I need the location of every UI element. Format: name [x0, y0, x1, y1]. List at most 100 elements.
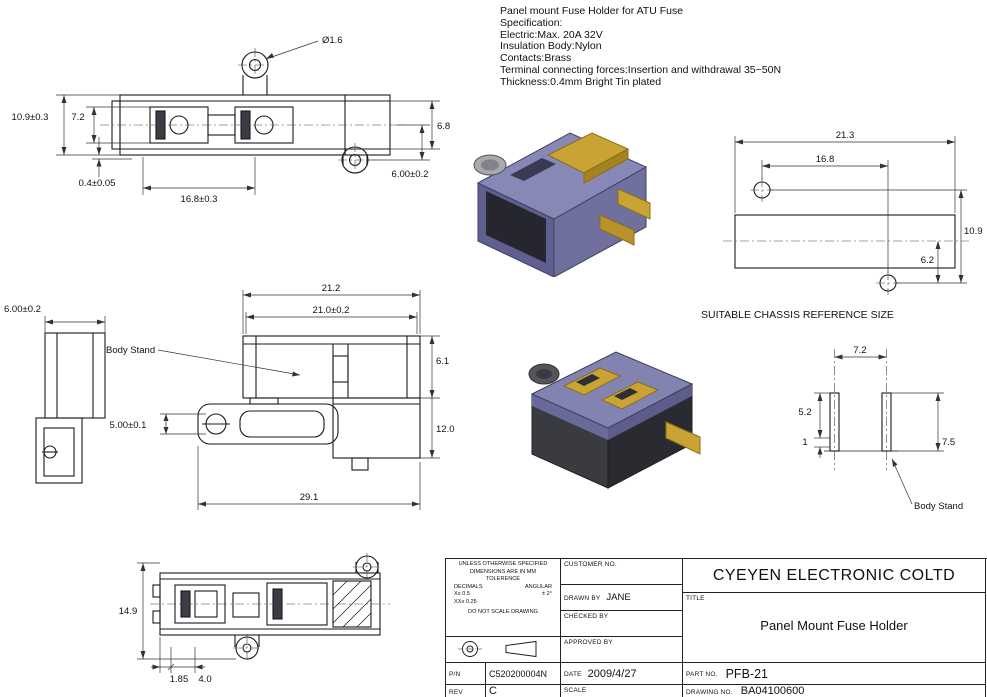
iso-terminals	[546, 132, 651, 246]
dim-stand-height1: 5.2	[798, 407, 811, 418]
iso2-body	[530, 351, 694, 489]
chassis-caption: SUITABLE CHASSIS REFERENCE SIZE	[701, 309, 894, 321]
pn-label: P/N	[449, 671, 461, 678]
specification-block: Panel mount Fuse Holder for ATU Fuse Spe…	[500, 5, 920, 89]
spec-title: Panel mount Fuse Holder for ATU Fuse	[500, 5, 684, 17]
dim-bottom-dim2: 4.0	[198, 674, 211, 685]
customer-no-cell: CUSTOMER NO.	[561, 559, 683, 585]
dim-stand-pitch: 7.2	[853, 345, 866, 356]
dim-side-clip: 5.00±0.1	[110, 420, 147, 431]
dim-top-right-height: 6.8	[437, 121, 450, 132]
stand-dimension-lines	[814, 354, 944, 505]
date-value: 2009/4/27	[587, 667, 637, 680]
dim-top-hole-dia: Ø1.6	[322, 35, 343, 46]
pn-value-cell: C520200004N	[486, 663, 561, 685]
pn-label-cell: P/N	[446, 663, 486, 685]
bottom-view: 14.9 1.85 4.0	[119, 553, 390, 685]
dim-top-width: 16.8±0.3	[181, 194, 218, 203]
drawing-no-value: BA04100600	[740, 685, 805, 697]
pn-value: C520200004N	[489, 668, 548, 679]
dim-bottom-height: 14.9	[119, 606, 138, 617]
date-cell: DATE 2009/4/27	[561, 663, 683, 685]
tolerance-line: Xs 0.5 ± 2°	[454, 591, 552, 598]
dim-stand-gap: 1	[802, 437, 807, 448]
dim-stand-height2: 7.5	[942, 437, 955, 448]
dim-top-step: 0.4±0.05	[79, 178, 116, 189]
company-cell: CYEYEN ELECTRONIC COLTD	[683, 559, 986, 593]
side-view: 6.00±0.2 21.2 21.0±0.2 6.1 12.0 5.00±0.1…	[4, 283, 455, 510]
dim-top-height: 10.9±0.3	[12, 112, 49, 123]
title-block: UNLESS OTHERWISE SPECIFIED DIMENSIONS AR…	[445, 558, 987, 697]
body-stand-label: Body Stand	[106, 345, 155, 356]
bottom-view-dimension-lines	[137, 562, 236, 673]
spec-line: Specification:	[500, 16, 563, 29]
title-label: TITLE	[686, 595, 705, 602]
spec-line: Insulation Body:Nylon	[500, 40, 602, 53]
title-cell: TITLE Panel Mount Fuse Holder	[683, 593, 986, 663]
stand-detail-view: 7.2 5.2 1 7.5 Body Stand	[798, 345, 963, 512]
tolerance-line: DO NOT SCALE DRAWING	[468, 608, 538, 615]
dim-chassis-outer-width: 21.3	[836, 130, 855, 141]
spec-line: Terminal connecting forces:Insertion and…	[500, 63, 782, 76]
part-no-cell: PART NO. PFB-21	[683, 663, 986, 685]
rev-label-cell: REV	[446, 685, 486, 697]
dim-bottom-dim1: 1.85	[170, 674, 189, 685]
drawn-by-cell: DRAWN BY JANE	[561, 585, 683, 611]
chassis-cutout	[734, 181, 956, 292]
tolerance-line: XXs 0.25	[454, 598, 477, 605]
drawn-by-value: JANE	[606, 592, 631, 603]
iso-rivet	[473, 154, 507, 176]
rev-label: REV	[449, 688, 463, 696]
dim-chassis-offset: 6.2	[921, 255, 934, 266]
checked-by-label: CHECKED BY	[564, 613, 609, 620]
side-view-body	[197, 335, 421, 471]
top-view-centerlines	[100, 48, 405, 177]
scale-cell: SCALE	[561, 685, 683, 697]
dim-side-top-height: 6.1	[436, 356, 449, 367]
rev-value: C	[489, 685, 497, 697]
drawn-by-label: DRAWN BY	[564, 595, 601, 602]
iso2-rivet	[528, 363, 560, 385]
stand-shapes	[824, 392, 898, 452]
part-no-label: PART NO.	[686, 671, 718, 678]
top-view-dimension-lines	[56, 40, 440, 195]
top-view: 10.9±0.3 7.2 6.8 Ø1.6 0.4±0.05 16.8±0.3 …	[12, 35, 451, 203]
bottom-view-body	[152, 555, 381, 660]
bottom-view-centerlines	[150, 553, 390, 662]
top-view-body	[111, 51, 391, 174]
side-view-end-profile	[35, 332, 106, 484]
drawing-no-label: DRAWING NO.	[686, 688, 733, 696]
projection-symbol-cell	[446, 637, 561, 663]
dim-side-total-height: 12.0	[436, 424, 455, 435]
iso-view-bottom	[528, 351, 701, 489]
dim-top-hole-offset: 6.00±0.2	[392, 169, 429, 180]
scale-label: SCALE	[564, 687, 587, 694]
date-label: DATE	[564, 671, 582, 678]
projection-symbol-icon	[458, 640, 537, 658]
approved-by-label: APPROVED BY	[564, 639, 613, 646]
tolerance-note: UNLESS OTHERWISE SPECIFIED DIMENSIONS AR…	[446, 559, 561, 637]
tolerance-line: TOLERENCE	[485, 576, 521, 583]
tolerance-line: DECIMALS ANGULAR	[454, 583, 552, 590]
dim-side-outer-width: 21.2	[322, 283, 341, 294]
approved-by-cell: APPROVED BY	[561, 637, 683, 663]
dim-side-depth: 6.00±0.2	[4, 304, 41, 315]
customer-no-label: CUSTOMER NO.	[564, 561, 617, 568]
tolerance-line: DIMENSIONS ARE IN MM	[469, 568, 537, 575]
dim-side-overall-width: 29.1	[300, 492, 319, 503]
spec-line: Contacts:Brass	[500, 52, 572, 65]
dim-top-inner-height: 7.2	[71, 112, 84, 123]
checked-by-cell: CHECKED BY	[561, 611, 683, 637]
rev-value-cell: C	[486, 685, 561, 697]
chassis-dimension-lines	[734, 136, 967, 284]
spec-line: Electric:Max. 20A 32V	[500, 28, 603, 41]
drawing-no-cell: DRAWING NO. BA04100600	[683, 685, 986, 697]
stand-centerlines	[834, 349, 887, 470]
company-name: CYEYEN ELECTRONIC COLTD	[712, 566, 956, 584]
dim-side-inner-width: 21.0±0.2	[313, 305, 350, 316]
chassis-centerlines	[723, 178, 969, 295]
dim-chassis-height: 10.9	[964, 226, 983, 237]
tolerance-line: UNLESS OTHERWISE SPECIFIED	[458, 561, 548, 567]
dim-chassis-inner-width: 16.8	[816, 154, 835, 165]
